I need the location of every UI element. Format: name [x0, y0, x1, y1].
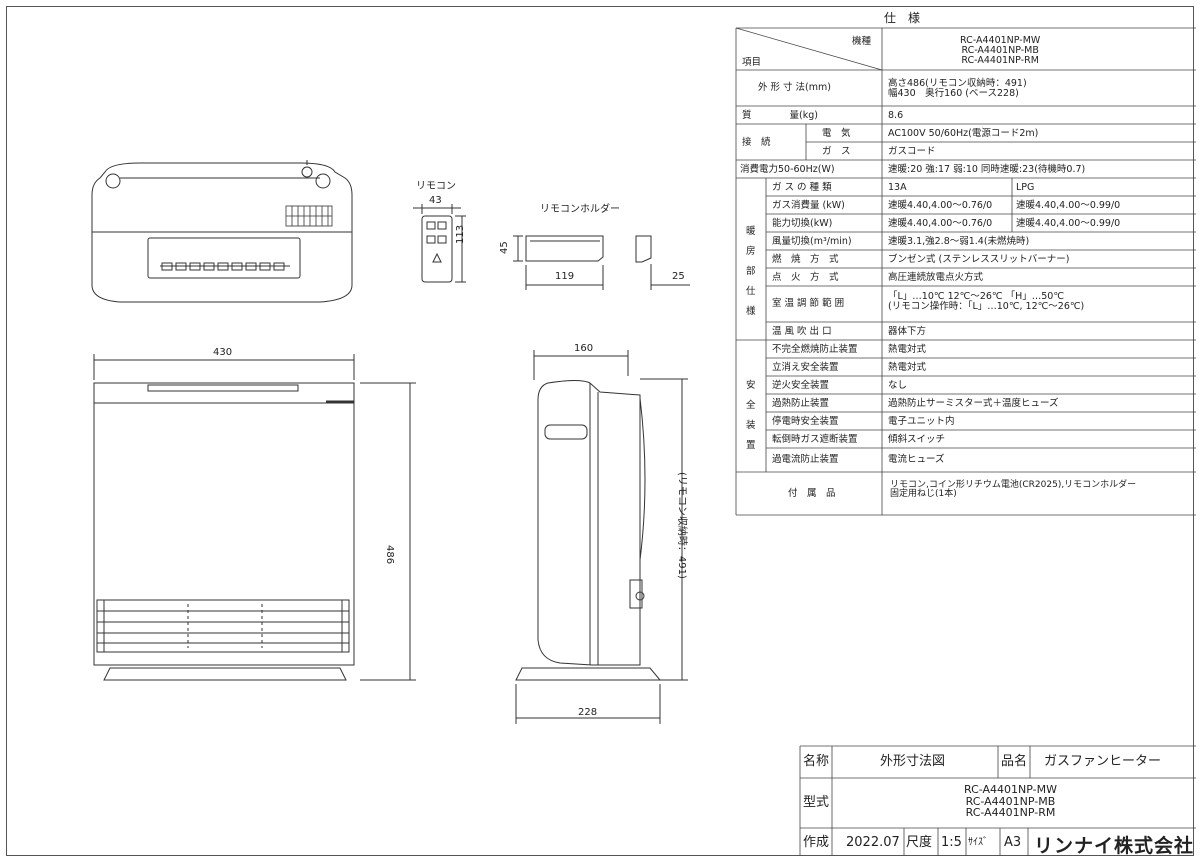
heat-row-0-v1: 13A — [888, 182, 907, 193]
tb-name-label: 名称 — [803, 754, 830, 769]
safety-row-2-label: 逆火安全装置 — [772, 380, 830, 391]
holder-drawing — [513, 235, 690, 290]
row-mass-value: 8.6 — [888, 110, 904, 121]
spec-table-lines — [735, 27, 1196, 516]
tb-made-label: 作成 — [803, 835, 830, 850]
heating-group-label: 暖房部仕様 — [746, 226, 756, 317]
holder-depth-dim: 25 — [672, 271, 685, 282]
heat-row-1-label: ガス消費量 (kW) — [772, 200, 845, 211]
drawing-frame — [6, 6, 1194, 856]
heat-row-3-label: 風量切換(m³/min) — [772, 236, 852, 247]
remote-drawing — [413, 204, 466, 283]
tb-size-value: A3 — [1004, 835, 1022, 850]
safety-row-2-value: なし — [888, 380, 908, 391]
heat-row-5-v1: 高圧連続放電点火方式 — [888, 272, 984, 283]
heat-row-7-v1: 器体下方 — [888, 326, 927, 337]
spec-title: 仕 様 — [884, 11, 921, 25]
connection-label: 接 続 — [742, 137, 771, 148]
side-view — [515, 350, 688, 724]
remote-height-dim: 113 — [455, 224, 466, 244]
holder-height-dim: 45 — [499, 241, 510, 254]
accessories-label: 付 属 品 — [788, 488, 836, 499]
heat-row-6-label: 室 温 調 節 範 囲 — [772, 298, 845, 309]
spec-models: RC-A4401NP-MW RC-A4401NP-MB RC-A4401NP-R… — [960, 35, 1041, 66]
safety-group-label: 安全装置 — [746, 380, 756, 451]
heat-row-1-v1: 速暖4.40,4.00～0.76/0 — [888, 200, 993, 211]
company-name: リンナイ株式会社 — [1034, 835, 1195, 857]
safety-row-3-value: 過熱防止サーミスター式＋温度ヒューズ — [888, 398, 1059, 409]
heat-row-1-v2: 速暖4.40,4.00～0.99/0 — [1016, 200, 1121, 211]
tb-model-value: RC-A4401NP-MW RC-A4401NP-MB RC-A4401NP-R… — [964, 783, 1057, 820]
tb-product-value: ガスファンヒーター — [1044, 754, 1162, 769]
row-power-label: 消費電力50-60Hz(W) — [740, 164, 835, 175]
holder-label: リモコンホルダー — [540, 204, 620, 215]
heat-row-2-label: 能力切換(kW) — [772, 218, 833, 229]
safety-row-6-value: 電流ヒューズ — [888, 454, 945, 465]
heat-row-4-v1: ブンゼン式 (ステンレススリットバーナー) — [888, 254, 1070, 265]
width-dim: 430 — [213, 347, 233, 358]
heat-row-6-v1: 「L」…10℃ 12℃～26℃ 「H」…50℃ (リモコン操作時：「L」…10℃… — [888, 291, 1085, 312]
title-block-lines — [799, 745, 1196, 856]
tb-model-label: 型式 — [803, 795, 830, 810]
top-view — [91, 160, 353, 303]
heat-row-0-label: ガ ス の 種 類 — [772, 182, 832, 193]
row-power-value: 速暖:20 強:17 弱:10 同時速暖:23(待機時0.7) — [888, 164, 1086, 175]
row-size-label: 外 形 寸 法(mm) — [758, 82, 831, 93]
front-view — [93, 354, 416, 681]
safety-row-6-label: 過電流防止装置 — [772, 454, 839, 465]
height-dim: 486 — [384, 545, 395, 565]
row-elec-label: 電 気 — [822, 128, 851, 139]
row-gas-value: ガスコード — [888, 146, 936, 157]
heat-row-2-v1: 速暖4.40,4.00～0.76/0 — [888, 218, 993, 229]
accessories-value: リモコン,コイン形リチウム電池(CR2025),リモコンホルダー 固定用ねじ(1… — [890, 480, 1137, 500]
holder-width-dim: 119 — [555, 271, 575, 282]
heat-row-0-v2: LPG — [1016, 182, 1035, 193]
base-dim: 228 — [578, 707, 598, 718]
heat-row-5-label: 点 火 方 式 — [772, 272, 839, 283]
safety-row-5-label: 転倒時ガス遮断装置 — [772, 434, 858, 445]
header-kishu: 機種 — [852, 36, 872, 47]
heat-row-3-v1: 速暖3.1,強2.8～弱1.4(未燃焼時) — [888, 236, 1030, 247]
safety-row-3-label: 過熱防止装置 — [772, 398, 830, 409]
row-elec-value: AC100V 50/60Hz(電源コード2m) — [888, 128, 1039, 139]
tb-scale-label: 尺度 — [906, 835, 933, 850]
row-gas-label: ガ ス — [822, 146, 851, 157]
heat-row-2-v2: 速暖4.40,4.00～0.99/0 — [1016, 218, 1121, 229]
safety-row-0-label: 不完全燃焼防止装置 — [772, 344, 858, 355]
tb-name-value: 外形寸法図 — [880, 754, 946, 769]
safety-row-1-label: 立消え安全装置 — [772, 362, 839, 373]
row-mass-label: 質 量(kg) — [742, 110, 818, 121]
safety-row-4-label: 停電時安全装置 — [772, 416, 839, 427]
tb-size-label: ｻｲｽﾞ — [968, 837, 988, 848]
heat-row-7-label: 温 風 吹 出 口 — [772, 326, 832, 337]
remote-width-dim: 43 — [429, 195, 442, 206]
tb-made-value: 2022.07 — [846, 835, 900, 850]
remote-stored-dim: (リモコン収納時：491) — [676, 472, 687, 579]
tb-product-label: 品名 — [1001, 754, 1028, 769]
safety-row-1-value: 熱電対式 — [888, 362, 927, 373]
safety-row-5-value: 傾斜スイッチ — [888, 434, 946, 445]
safety-row-0-value: 熱電対式 — [888, 344, 927, 355]
remote-label: リモコン — [416, 181, 456, 192]
row-size-value: 高さ486(リモコン収納時：491) 幅430 奥行160 (ベース228) — [888, 78, 1027, 99]
depth-dim: 160 — [574, 343, 594, 354]
heat-row-4-label: 燃 焼 方 式 — [772, 254, 839, 265]
safety-row-4-value: 電子ユニット内 — [888, 416, 955, 427]
tb-scale-value: 1:5 — [941, 835, 962, 850]
header-koumoku: 項目 — [742, 57, 762, 68]
